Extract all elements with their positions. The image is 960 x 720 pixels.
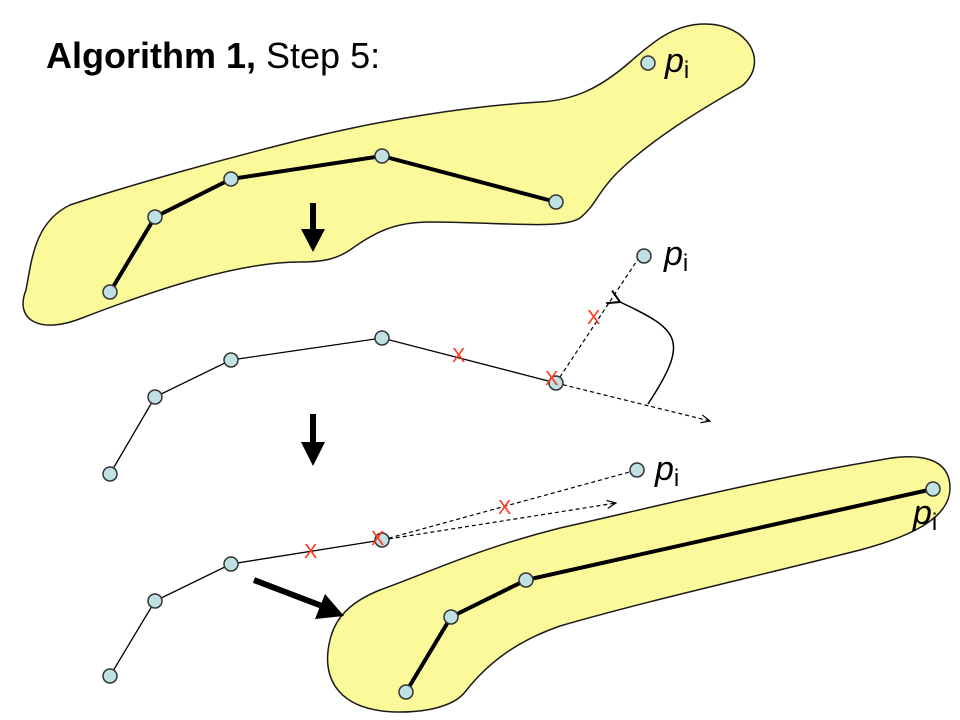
top-region [22, 23, 756, 326]
node [548, 375, 564, 391]
x-marker: X [371, 528, 385, 550]
node [223, 556, 239, 572]
node [443, 609, 459, 625]
rotation-arrow [606, 290, 675, 405]
down-arrow-icon [301, 203, 325, 252]
x-marker: X [452, 345, 466, 367]
point-label-letter: p [664, 235, 683, 273]
node [374, 330, 390, 346]
down-arrow-icon [301, 414, 325, 466]
node [102, 284, 118, 300]
node [374, 148, 390, 164]
result-polyline [404, 487, 934, 694]
lower-dashed-to-pi [381, 469, 638, 541]
node [548, 194, 564, 210]
node [640, 55, 656, 71]
node [147, 593, 163, 609]
page-title: Algorithm 1, Step 5: [46, 34, 380, 77]
node [636, 248, 652, 264]
node [223, 171, 239, 187]
lower-nodes [102, 462, 645, 684]
x-marker: X [304, 541, 318, 563]
point-label-subscript: i [931, 509, 938, 536]
point-label-subscript: i [673, 465, 680, 492]
point-label-letter: p [913, 494, 932, 532]
node [102, 466, 118, 482]
node [374, 532, 390, 548]
node [147, 389, 163, 405]
x-marker: X [498, 497, 512, 519]
node [102, 668, 118, 684]
node [147, 209, 163, 225]
point-label: pi [665, 42, 689, 83]
node [925, 481, 941, 497]
title-bold: Algorithm 1, [46, 35, 257, 76]
top-nodes [102, 55, 656, 300]
point-label-letter: p [655, 450, 674, 488]
x-marker: X [587, 307, 601, 329]
middle-dashed-to-pi [555, 255, 641, 384]
node [398, 684, 414, 700]
lower-dashed-extension [381, 503, 616, 541]
middle-nodes [102, 248, 652, 482]
result-nodes [398, 481, 941, 700]
middle-polyline [109, 337, 557, 475]
node [629, 462, 645, 478]
lower-polyline [109, 539, 383, 677]
point-label-subscript: i [682, 250, 689, 277]
node [223, 352, 239, 368]
node [518, 572, 534, 588]
diagonal-arrow-icon [252, 577, 344, 619]
title-normal: Step 5: [256, 35, 381, 76]
middle-dashed-extension [555, 382, 710, 421]
point-label: pi [913, 494, 937, 535]
point-label: pi [655, 450, 679, 491]
x-marker: X [545, 368, 559, 390]
point-label-subscript: i [683, 57, 690, 84]
bottom-region [326, 456, 951, 713]
point-label-letter: p [665, 42, 684, 80]
point-label: pi [664, 235, 688, 276]
